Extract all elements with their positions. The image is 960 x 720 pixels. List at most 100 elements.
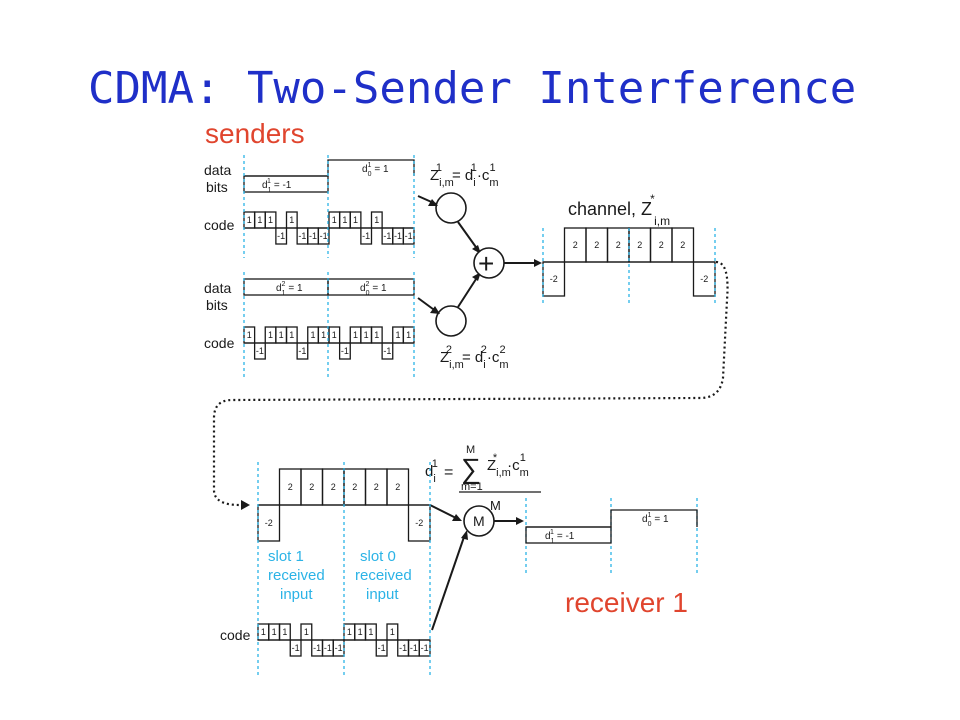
sender1-code-chip-label: -1 (362, 231, 370, 241)
receiver-code-chip (364, 623, 377, 641)
multiplier-2 (435, 305, 467, 337)
receiver-code-chip-label: 1 (304, 627, 309, 637)
sender2-code-chip-label: -1 (256, 346, 264, 356)
sender1-code-chip-label: 1 (342, 215, 347, 225)
sender1-code-chip-label: 1 (332, 215, 337, 225)
sender1-code-chip-label: -1 (405, 231, 413, 241)
receiver-code-chip-label: -1 (335, 643, 343, 653)
received-level-label: 2 (288, 482, 293, 492)
multiplier-1 (435, 192, 467, 224)
received-level-label: 2 (352, 482, 357, 492)
received-level-label: -2 (415, 518, 423, 528)
received-level-label: 2 (395, 482, 400, 492)
sender2-code-chip (285, 326, 298, 344)
sender1-code-chip-label: 1 (257, 215, 262, 225)
svg-text:Zi,m*·cm1: Zi,m*·cm1 (487, 452, 529, 479)
data-bit-slot0 (327, 278, 415, 296)
received-level-label: 2 (374, 482, 379, 492)
sender1-code-chip-label: 1 (268, 215, 273, 225)
sender1-code-chip-label: -1 (277, 231, 285, 241)
sender2-code-chip-label: 1 (332, 330, 337, 340)
receiver-code-chip (289, 639, 302, 657)
svg-text:=: = (444, 464, 453, 481)
received-level-label: -2 (265, 518, 273, 528)
svg-text:d01= 1: d01= 1 (642, 512, 669, 528)
sender2-code-chip (328, 326, 341, 344)
sender2-code-chip (381, 342, 394, 360)
receiver-code-chip (300, 623, 313, 641)
sender2-code-chip-label: 1 (247, 330, 252, 340)
sender1-code-chip (360, 227, 373, 245)
receiver-code-chip-label: -1 (378, 643, 386, 653)
plus-icon: + (478, 248, 494, 279)
sender1-code-chip (349, 211, 362, 229)
data-bit-slot1 (243, 175, 329, 193)
sender2-code-chip-label: -1 (298, 346, 306, 356)
channel-level-label: 2 (594, 240, 599, 250)
output-bits: d11= -1 d01= 1 (525, 498, 698, 576)
channel-level-label: 2 (637, 240, 642, 250)
decoder-label: M (473, 513, 485, 529)
data-bit-slot1 (243, 278, 329, 296)
sender1-code-chip-label: 1 (247, 215, 252, 225)
slot0-label-line2: received (355, 567, 412, 584)
sender1-code-chip-label: -1 (298, 231, 306, 241)
channel-level (671, 227, 695, 263)
sender1-code-chip-label: -1 (320, 231, 328, 241)
sender2-formula: Zi,m2= di2·cm2 (440, 344, 509, 371)
sender2-code-chip-label: 1 (353, 330, 358, 340)
senders-label: senders (205, 118, 305, 149)
arrow-code-to-decoder (431, 536, 465, 631)
channel-level-label: 2 (573, 240, 578, 250)
sender2-code-chip-label: -1 (341, 346, 349, 356)
sender2-code-chip-label: 1 (406, 330, 411, 340)
svg-text:m=1: m=1 (461, 481, 483, 493)
sender1-code-chip (275, 227, 288, 245)
sender2-code-chip-label: 1 (321, 330, 326, 340)
sender1-formula: Zi,m1= di1·cm1 (430, 162, 499, 189)
sender1-code-chip (317, 227, 330, 245)
arrow-mult2-adder (457, 275, 479, 308)
arrow-rx-to-decoder (429, 504, 457, 519)
receiver-code-chip-label: 1 (282, 627, 287, 637)
sender2-code-chip-label: 1 (396, 330, 401, 340)
receiver-code-chip-label: -1 (421, 643, 429, 653)
code-label: code (204, 217, 235, 233)
receiver-code-chip-label: 1 (272, 627, 277, 637)
channel-label: channel, Zi,m* (568, 192, 670, 228)
slot0-label-line3: input (366, 586, 399, 603)
sender2-code-chip-label: 1 (279, 330, 284, 340)
svg-text:M: M (490, 498, 501, 513)
data-label: data (204, 162, 231, 178)
channel-level-label: 2 (659, 240, 664, 250)
data-label: data (204, 280, 231, 296)
receiver-code-chip-label: 1 (368, 627, 373, 637)
receiver-code-chip-label: -1 (292, 643, 300, 653)
sender2-code-chip-label: -1 (383, 346, 391, 356)
decode-formula: di1 = M ∑ m=1 Zi,m*·cm1 M (425, 444, 541, 513)
receiver-code-chip-label: -1 (410, 643, 418, 653)
sender2-code-chip (338, 342, 351, 360)
svg-text:d11= -1: d11= -1 (545, 529, 575, 545)
svg-text:di1: di1 (425, 458, 438, 485)
sender1-code-chip (370, 211, 383, 229)
receiver-code-label: code (220, 627, 251, 643)
channel-level-label: 2 (616, 240, 621, 250)
channel-level-label: -2 (700, 274, 708, 284)
receiver-code-chip (278, 623, 291, 641)
sender2-code-chip (253, 342, 266, 360)
sender1-code-chip-label: -1 (309, 231, 317, 241)
receiver-code-chip-label: 1 (390, 627, 395, 637)
bits-label: bits (206, 179, 228, 195)
bit-slot0-label: d02= 1 (360, 281, 387, 297)
sender2-code-chip-label: 1 (268, 330, 273, 340)
slot1-label-line3: input (280, 586, 313, 603)
received-level (386, 468, 410, 506)
sender2-code-chip-label: 1 (374, 330, 379, 340)
bits-label: bits (206, 297, 228, 313)
sender2-code-chip-label: 1 (289, 330, 294, 340)
receiver-code-chip-label: -1 (313, 643, 321, 653)
